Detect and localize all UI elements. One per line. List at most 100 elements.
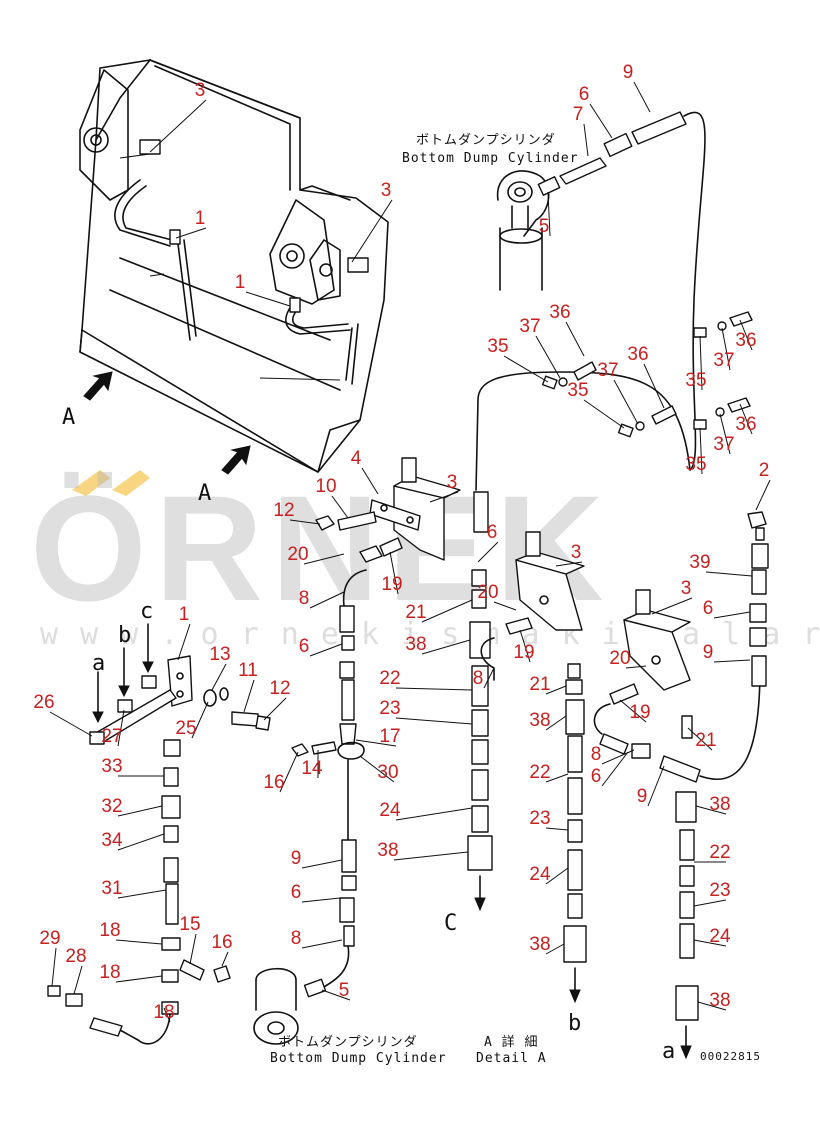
callout-label: 36	[627, 344, 648, 365]
callout-label: 6	[487, 522, 498, 543]
callout-leader	[309, 591, 345, 609]
down-letter-b: b	[568, 1011, 581, 1036]
bolt-group-4	[693, 397, 751, 430]
callout-leader	[351, 199, 393, 263]
callout-label: 22	[379, 668, 400, 689]
callout-label: 5	[339, 980, 350, 1001]
callout-leader	[321, 989, 351, 1001]
caption-top-en: Bottom Dump Cylinder	[402, 151, 579, 166]
callout-leader	[117, 805, 163, 817]
bolt-group-3	[693, 311, 753, 338]
callout-label: 3	[195, 80, 206, 101]
callout-leader	[303, 553, 345, 565]
callout-label: 18	[153, 1002, 174, 1023]
valve-block-1	[291, 457, 461, 998]
valve-block-3: a	[593, 589, 761, 1064]
callout-leader	[51, 947, 57, 987]
watermark-accent	[72, 470, 110, 496]
callout-leader	[117, 833, 165, 851]
callout-leader	[545, 685, 567, 695]
callout-leader	[545, 867, 569, 885]
callout-label: 16	[263, 772, 284, 793]
callout-label: 35	[567, 380, 588, 401]
bottom-cylinder	[253, 968, 299, 1045]
callout-leader	[191, 701, 209, 739]
callout-leader	[221, 951, 229, 967]
callout-leader	[301, 939, 343, 949]
callout-label: 17	[379, 726, 400, 747]
callout-leader	[395, 717, 473, 725]
callout-label: 1	[235, 272, 246, 293]
watermark: ÖRNEK w w w . o r n e k i s m a k i n a …	[30, 464, 820, 652]
callout-leader	[565, 321, 585, 357]
callout-label: 22	[529, 762, 550, 783]
callout-leader	[619, 699, 647, 723]
callout-label: 39	[689, 552, 710, 573]
callout-leader	[583, 399, 625, 429]
callout-label: 26	[33, 692, 54, 713]
callout-leader	[359, 755, 395, 783]
view-arrow-left: A	[62, 371, 113, 430]
callout-label: 30	[377, 762, 398, 783]
callout-label: 8	[299, 588, 310, 609]
callout-label: 35	[487, 336, 508, 357]
callout-label: 21	[529, 674, 550, 695]
callout-label: 36	[735, 330, 756, 351]
callout-leader	[693, 899, 727, 907]
callout-leader	[613, 379, 639, 425]
callout-leader	[331, 495, 349, 519]
callout-leader	[705, 571, 753, 577]
callout-label: 21	[695, 730, 716, 751]
caption-bottom-jp: ボトムダンプシリンダ	[278, 1035, 418, 1050]
callout-leader	[519, 629, 531, 663]
callout-label: 8	[291, 928, 302, 949]
callout-leader	[175, 227, 207, 239]
callout-label: 18	[99, 962, 120, 983]
left-bracket-assembly: a b c	[47, 599, 271, 1045]
bolt-group-1	[541, 361, 597, 390]
callout-label: 20	[287, 544, 308, 565]
up-letter-b: b	[118, 623, 131, 648]
callout-label: 9	[637, 786, 648, 807]
callout-label: 6	[291, 882, 302, 903]
callout-leader	[49, 711, 93, 737]
callout-label: 6	[703, 598, 714, 619]
callout-leader	[243, 679, 255, 713]
callout-label: 12	[269, 678, 290, 699]
callout-label: 38	[529, 934, 550, 955]
callout-leader	[589, 103, 613, 139]
callout-leader	[421, 599, 473, 623]
callout-leader	[73, 965, 83, 995]
callout-leader	[395, 807, 473, 821]
callout-label: 38	[709, 794, 730, 815]
view-letter-a-left: A	[62, 405, 75, 430]
callout-label: 35	[685, 454, 706, 475]
callout-leader	[699, 427, 703, 475]
caption-bottom-en: Bottom Dump Cylinder	[270, 1051, 447, 1066]
callout-leader	[309, 643, 343, 657]
callout-label: 3	[447, 472, 458, 493]
callout-label: 10	[315, 476, 336, 497]
callout-label: 38	[377, 840, 398, 861]
callout-leader	[177, 623, 191, 661]
callout-label: 11	[238, 660, 258, 681]
callout-leader	[601, 749, 635, 765]
down-letter-a: a	[662, 1039, 675, 1064]
callout-leader	[739, 319, 753, 351]
callout-leader	[651, 597, 693, 615]
callout-leader	[301, 897, 341, 903]
callout-leader	[263, 697, 287, 721]
callout-label: 33	[101, 756, 122, 777]
callout-label: 21	[405, 602, 426, 623]
callout-leader	[547, 191, 551, 237]
callout-label: 6	[299, 636, 310, 657]
callout-label: 1	[179, 604, 190, 625]
callout-leader	[713, 611, 751, 619]
up-letter-c: c	[140, 599, 153, 624]
callout-leader	[429, 491, 459, 503]
callout-label: 12	[273, 500, 294, 521]
callout-leader	[355, 739, 397, 747]
bucket-body	[79, 59, 389, 473]
callout-leader	[755, 479, 771, 511]
callout-leader	[211, 663, 227, 691]
